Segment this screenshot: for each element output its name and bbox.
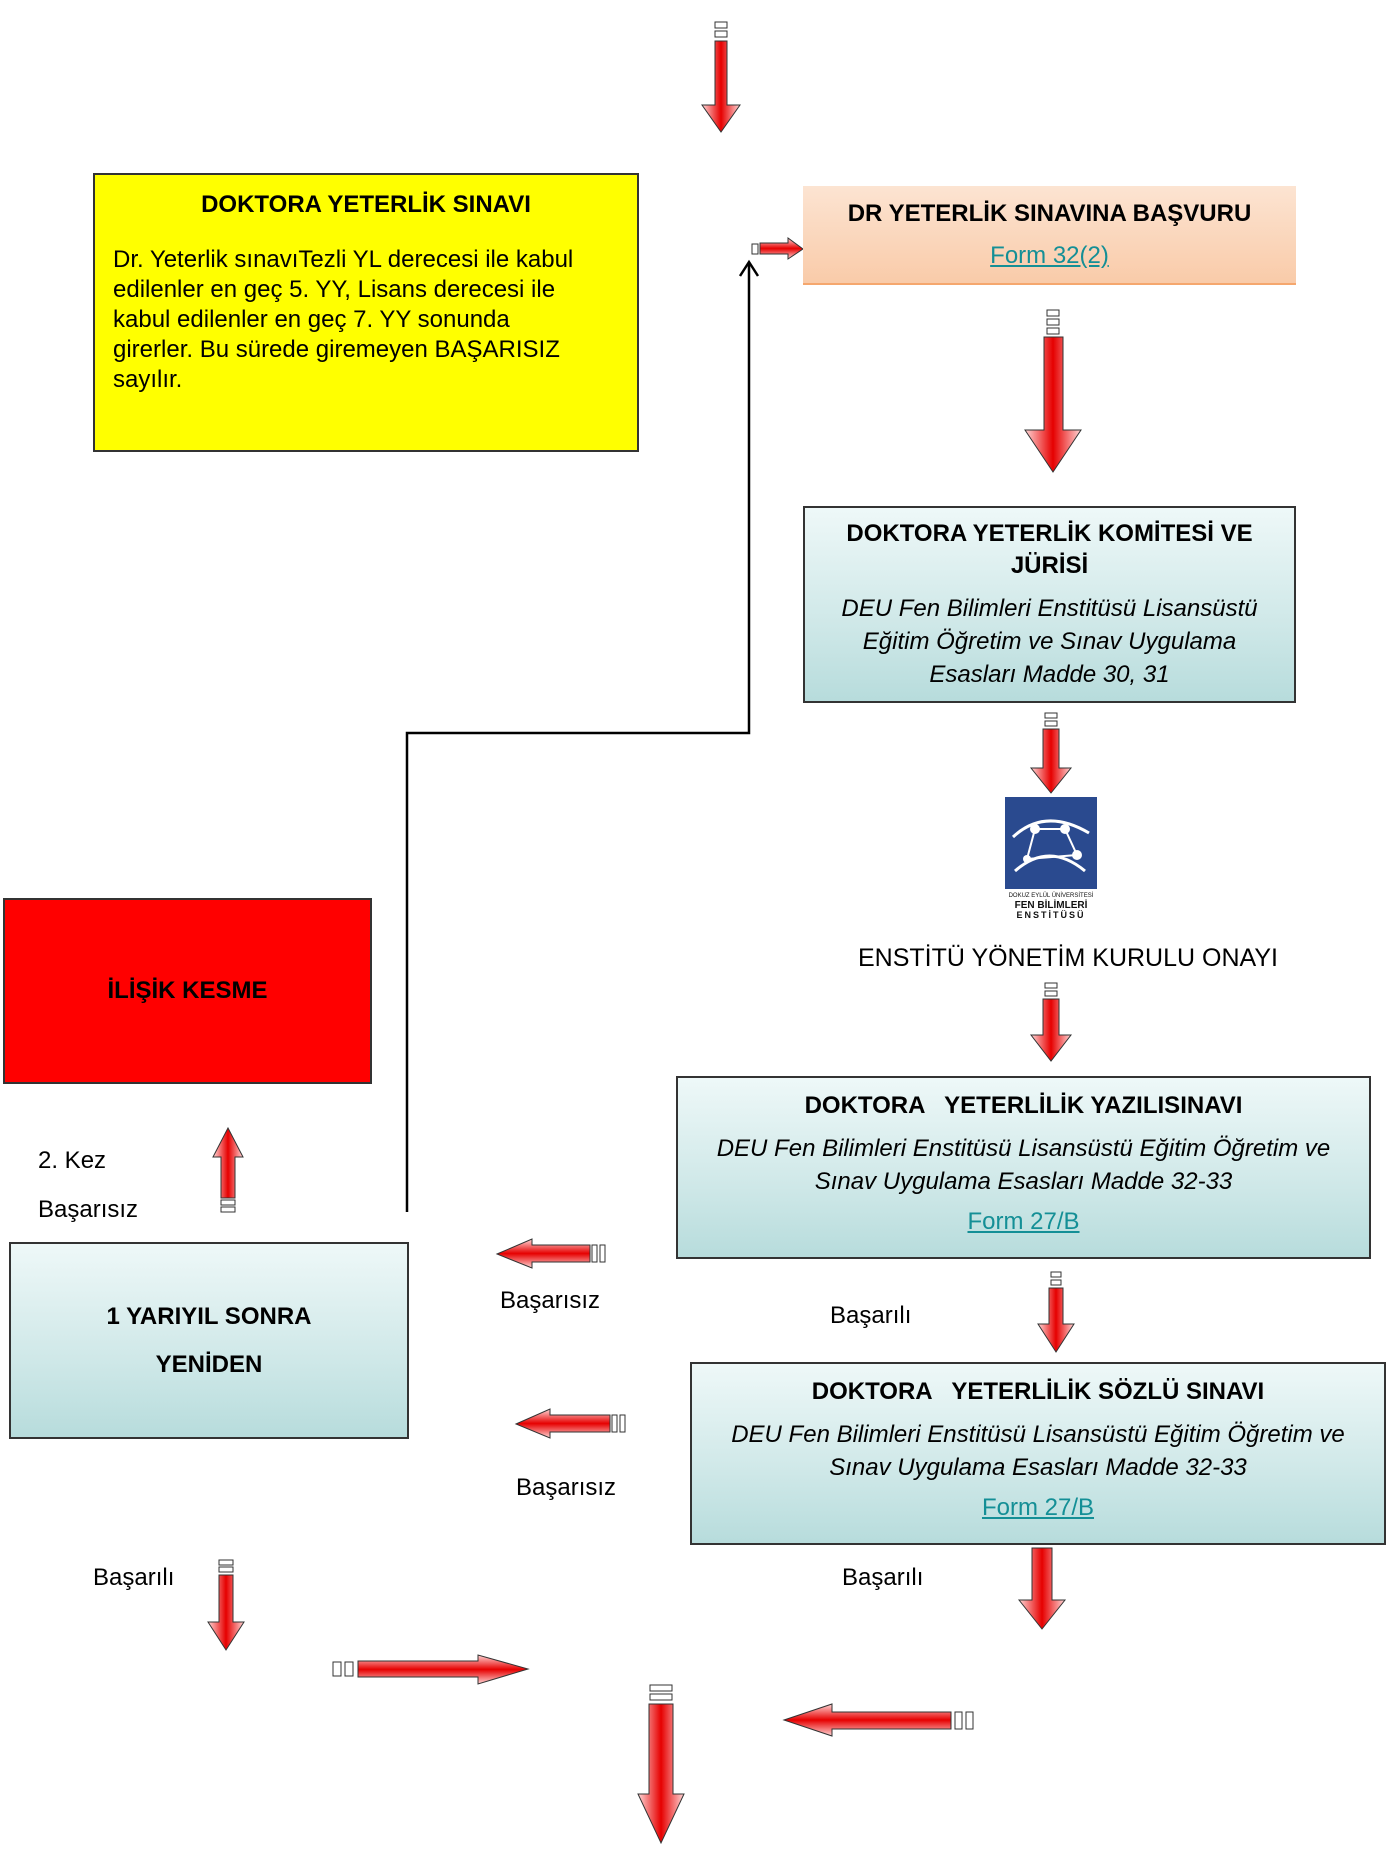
basvuru-box: DR YETERLİK SINAVINA BAŞVURU Form 32(2) bbox=[803, 186, 1296, 285]
sozlu-ref: DEU Fen Bilimleri Enstitüsü Lisansüstü E… bbox=[731, 1421, 1345, 1481]
basarisiz-label-top: Başarısız bbox=[38, 1196, 139, 1223]
return-connector bbox=[405, 259, 760, 1212]
arrow-down-top bbox=[701, 21, 741, 133]
arrow-down-onay-yazili bbox=[1029, 982, 1073, 1062]
basvuru-title: DR YETERLİK SINAVINA BAŞVURU bbox=[847, 200, 1252, 227]
arrow-down-yariyil-basarili bbox=[207, 1559, 245, 1651]
form-32-link[interactable]: Form 32(2) bbox=[990, 242, 1109, 269]
arrow-left-sozlu-basarisiz bbox=[514, 1408, 626, 1439]
iliski-kesme-box: İLİŞİK KESME bbox=[3, 898, 372, 1084]
sozlu-title: DOKTORA YETERLİLİK SÖZLÜ SINAVI bbox=[811, 1378, 1265, 1405]
arrow-left-yazili-basarisiz bbox=[495, 1238, 606, 1269]
yeterlik-info-box: DOKTORA YETERLİK SINAVI Dr. Yeterlik sın… bbox=[93, 173, 639, 452]
enstitu-onay-label: ENSTİTÜ YÖNETİM KURULU ONAYI bbox=[858, 944, 1278, 972]
yazili-form-link[interactable]: Form 27/B bbox=[967, 1208, 1080, 1235]
basarili-label-sozlu: Başarılı bbox=[842, 1564, 924, 1591]
arrow-down-bottom-center bbox=[637, 1684, 685, 1845]
yeterlik-info-title: DOKTORA YETERLİK SINAVI bbox=[201, 191, 531, 218]
arrow-down-yazili-sozlu bbox=[1037, 1271, 1075, 1353]
basarili-label-yariyil: Başarılı bbox=[93, 1564, 175, 1591]
arrow-down-basvuru-komite bbox=[1024, 309, 1082, 473]
sozlu-box: DOKTORA YETERLİLİK SÖZLÜ SINAVI DEU Fen … bbox=[690, 1362, 1386, 1545]
komite-title: DOKTORA YETERLİK KOMİTESİ VE JÜRİSİ bbox=[846, 520, 1253, 579]
logo-fen-bilimleri: FEN BİLİMLERİ bbox=[1014, 899, 1088, 911]
basarili-label-yazili: Başarılı bbox=[830, 1302, 912, 1329]
arrow-right-to-basvuru bbox=[751, 237, 804, 260]
yazili-box: DOKTORA YETERLİLİK YAZILISINAVI DEU Fen … bbox=[676, 1076, 1371, 1259]
arrow-right-bottom bbox=[332, 1654, 530, 1685]
logo-university: DOKUZ EYLÜL ÜNİVERSİTESİ bbox=[1008, 893, 1094, 899]
yariyil-line2: YENİDEN bbox=[155, 1350, 263, 1378]
yariyil-line1: 1 YARIYIL SONRA bbox=[106, 1302, 312, 1330]
arrow-down-sozlu-exit bbox=[1017, 1547, 1067, 1630]
basarisiz-label-sozlu: Başarısız bbox=[516, 1474, 617, 1501]
basarisiz-label-yazili: Başarısız bbox=[500, 1287, 601, 1314]
iliski-kesme-title: İLİŞİK KESME bbox=[107, 977, 268, 1004]
yazili-ref: DEU Fen Bilimleri Enstitüsü Lisansüstü E… bbox=[716, 1135, 1331, 1195]
fen-bilimleri-logo: DOKUZ EYLÜL ÜNİVERSİTESİ FEN BİLİMLERİ E… bbox=[1005, 797, 1097, 920]
komite-box: DOKTORA YETERLİK KOMİTESİ VE JÜRİSİ DEU … bbox=[803, 506, 1296, 703]
arrow-left-bottom bbox=[782, 1703, 974, 1737]
sozlu-form-link[interactable]: Form 27/B bbox=[981, 1494, 1095, 1521]
ikinci-kez-label: 2. Kez bbox=[38, 1147, 107, 1174]
komite-ref: DEU Fen Bilimleri Enstitüsü Lisansüstü E… bbox=[841, 595, 1258, 688]
yariyil-box: 1 YARIYIL SONRA YENİDEN bbox=[9, 1242, 409, 1439]
logo-enstitusu: ENSTİTÜSÜ bbox=[1016, 909, 1086, 920]
arrow-up-iliski-kesme bbox=[212, 1126, 244, 1213]
institute-emblem-icon bbox=[1005, 797, 1097, 889]
yeterlik-info-body: Dr. Yeterlik sınavıTezli YL derecesi ile… bbox=[113, 246, 574, 393]
arrow-down-komite-logo bbox=[1029, 712, 1073, 794]
yazili-title: DOKTORA YETERLİLİK YAZILISINAVI bbox=[804, 1092, 1243, 1119]
